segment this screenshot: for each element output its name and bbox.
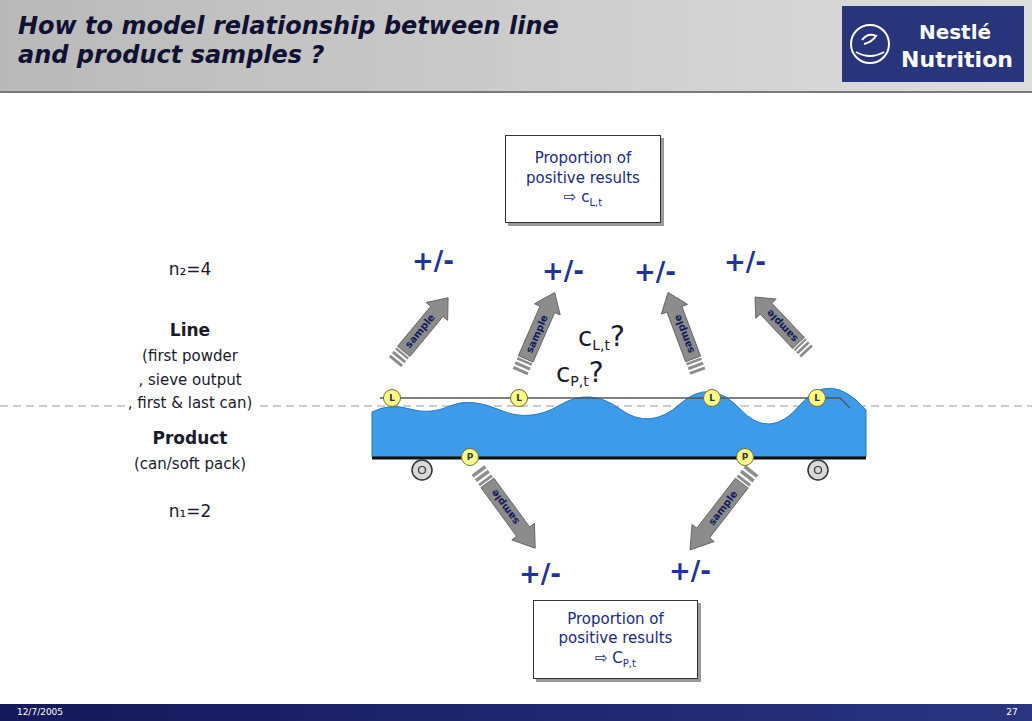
concentration-subscript: L,t [592, 337, 610, 353]
note-line: ⇨ CP,t [595, 649, 636, 670]
row-heading: Product [153, 429, 228, 449]
arrow-label: sample [523, 313, 550, 355]
conveyor-belt [372, 457, 866, 460]
sample-point: P [461, 448, 479, 466]
note-subscript: P,t [623, 658, 636, 669]
sample-arrow [384, 287, 817, 559]
logo-text: Nestlé [919, 21, 991, 44]
question-mark: ? [610, 320, 625, 353]
footer-date: 12/7/2005 [17, 707, 63, 717]
note-box: Proportion of positive results⇨ cL,t [505, 135, 661, 223]
arrow-label: sample [764, 307, 800, 344]
point-letter: P [742, 453, 749, 462]
arrow-label: sample [489, 488, 522, 527]
footer-band [0, 704, 1032, 721]
point-letter: L [814, 394, 820, 403]
logo-text: Nutrition [901, 47, 1013, 72]
arrow-label: sample [706, 488, 740, 527]
sample-count: n₁=2 [169, 502, 212, 522]
row-note: , sieve output [138, 372, 241, 389]
formula-group: cP,t? [556, 358, 604, 390]
point-letter: L [709, 394, 715, 403]
sample-point: L [808, 389, 826, 407]
result-sign: +/- [412, 247, 454, 277]
point-letter: L [516, 394, 522, 403]
result-sign: +/- [542, 257, 584, 287]
note-text: Proportion of positive results [541, 610, 690, 649]
note-text: Proportion of positive results [513, 149, 653, 188]
page-number: 27 [1006, 707, 1017, 717]
slide-title: How to model relationship between line a… [18, 12, 578, 70]
note-box: Proportion of positive results⇨ CP,t [533, 600, 698, 679]
sample-point: L [510, 389, 528, 407]
product-band [372, 388, 866, 457]
row-note: (can/soft pack) [134, 456, 246, 473]
formula-group: cL,t? [578, 322, 625, 354]
logo-box [842, 6, 1024, 82]
header-rule [0, 91, 1032, 93]
arrow-label: sample [403, 312, 438, 351]
note-symbol: ⇨ c [564, 188, 590, 206]
sample-point: L [703, 389, 721, 407]
result-sign: +/- [669, 557, 711, 587]
sample-point: L [383, 389, 401, 407]
row-heading: Line [170, 321, 210, 341]
note-symbol: ⇨ C [595, 649, 623, 667]
row-note: (first powder [142, 348, 238, 365]
header-band [0, 0, 1032, 92]
sample-count: n₂=4 [169, 260, 212, 280]
point-letter: P [467, 453, 474, 462]
result-sign: +/- [724, 248, 766, 278]
arrow-label: sample [671, 313, 696, 355]
row-note: , first & last can) [126, 395, 255, 412]
point-letter: L [389, 394, 395, 403]
concentration-symbol: c [556, 358, 570, 388]
result-sign: +/- [519, 560, 561, 590]
concentration-subscript: P,t [570, 373, 588, 389]
logo-icon [851, 25, 889, 63]
sample-point: P [736, 448, 754, 466]
result-sign: +/- [634, 258, 676, 288]
line-track [380, 398, 850, 408]
question-mark: ? [589, 356, 604, 389]
note-line: ⇨ cL,t [564, 188, 602, 209]
note-subscript: L,t [589, 197, 602, 208]
concentration-symbol: c [578, 322, 592, 352]
